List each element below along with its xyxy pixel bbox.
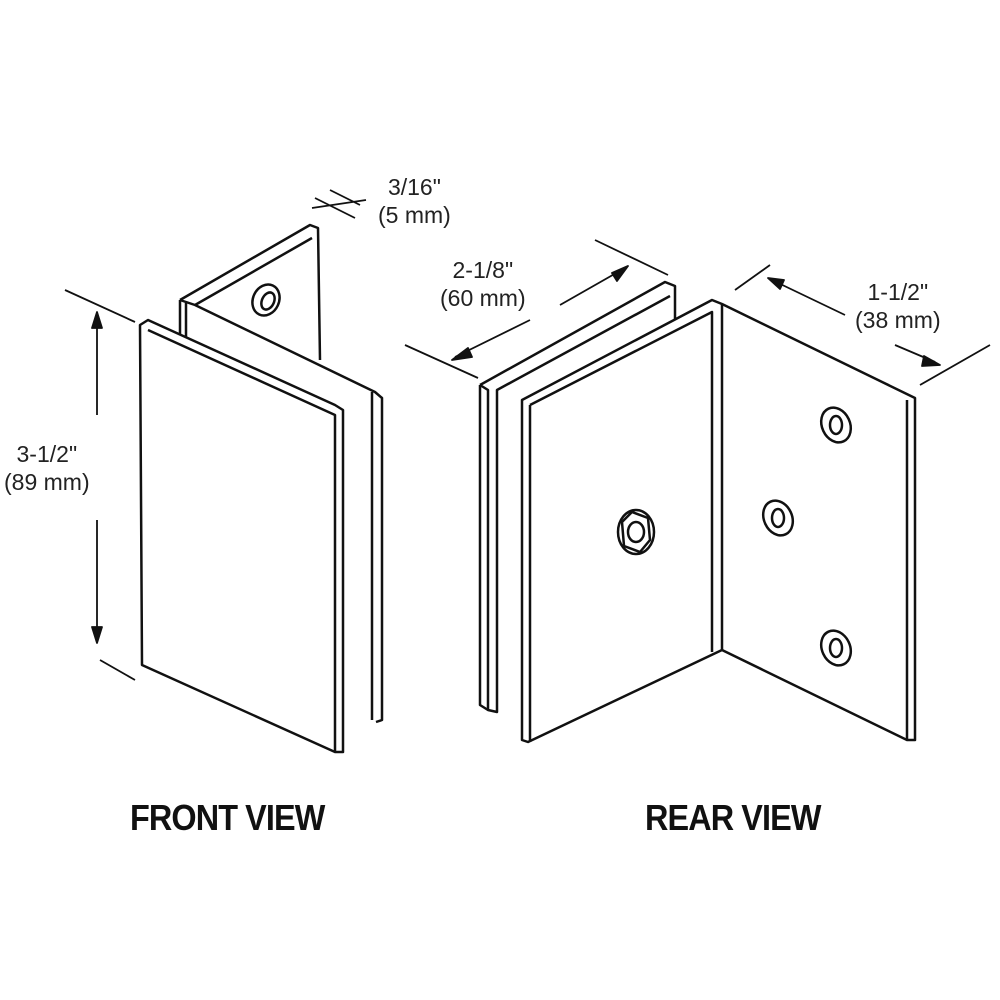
depth-imperial: 2-1/8"	[452, 257, 514, 283]
depth-metric: (60 mm)	[440, 285, 526, 311]
front-view-title: FRONT VIEW	[130, 797, 325, 838]
thickness-metric: (5 mm)	[378, 202, 451, 228]
height-imperial: 3-1/2"	[16, 441, 78, 467]
rear-hex-nut-icon	[616, 508, 656, 556]
height-metric: (89 mm)	[4, 469, 90, 495]
thickness-label: 3/16"(5 mm)	[378, 173, 451, 229]
rear-hole-icons	[761, 406, 853, 667]
rear-view-bracket	[478, 280, 917, 744]
height-label: 3-1/2"(89 mm)	[4, 440, 90, 496]
rear-dimension-lines	[404, 239, 991, 386]
front-view-bracket	[138, 223, 384, 754]
width-imperial: 1-1/2"	[867, 279, 929, 305]
rear-angle-plate	[520, 298, 917, 744]
front-dimension-lines	[64, 189, 367, 681]
width-label: 1-1/2"(38 mm)	[855, 278, 941, 334]
front-side-plate	[179, 298, 384, 724]
front-hole-icon	[251, 283, 281, 317]
thickness-imperial: 3/16"	[387, 174, 441, 200]
front-glass-plate	[138, 318, 345, 754]
front-back-flange	[179, 223, 322, 361]
rear-view-title: REAR VIEW	[645, 797, 821, 838]
depth-label: 2-1/8"(60 mm)	[440, 256, 526, 312]
width-metric: (38 mm)	[855, 307, 941, 333]
